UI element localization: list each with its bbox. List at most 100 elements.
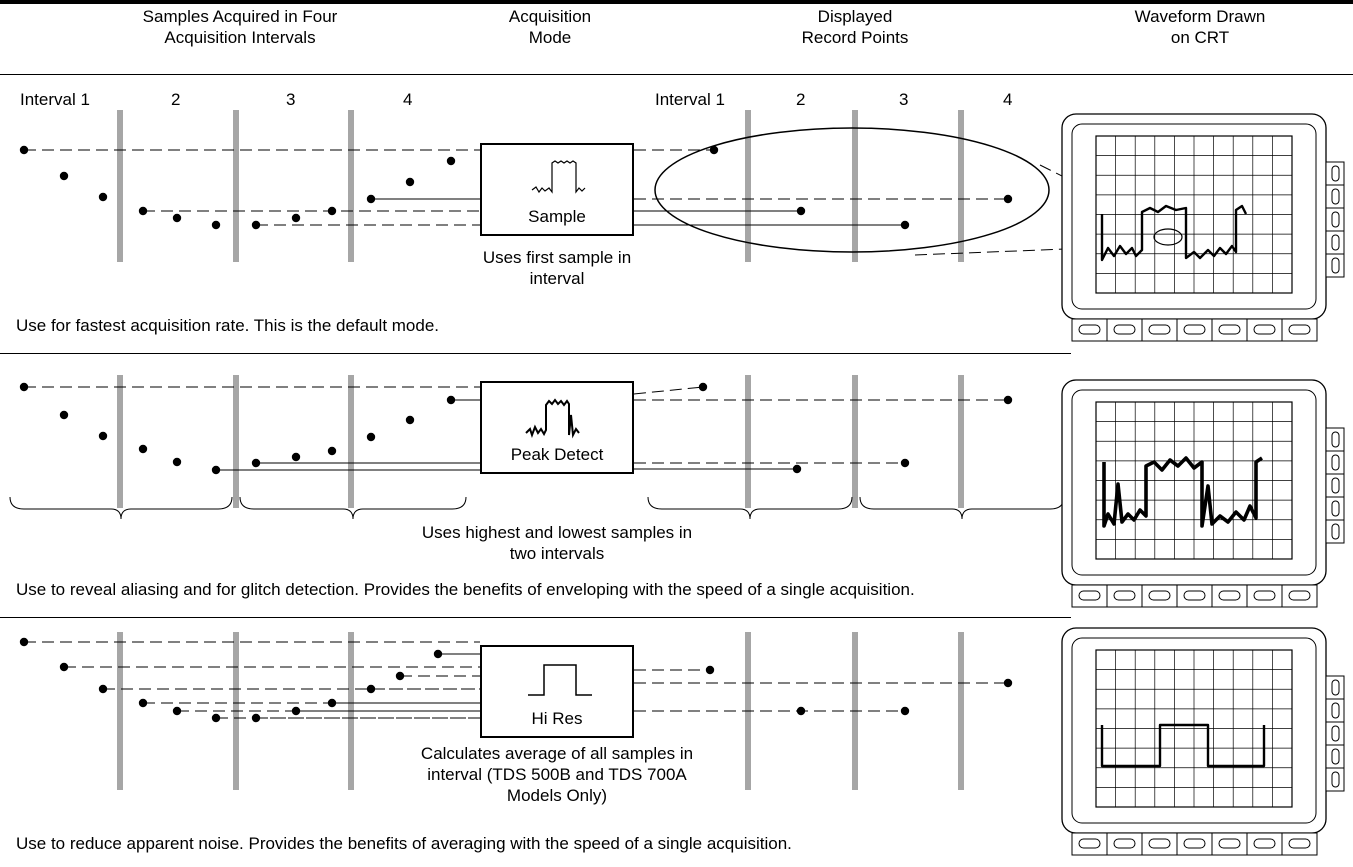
crt-side-key-1-5 [1325, 253, 1345, 278]
crt-inner-bezel-1 [1071, 123, 1317, 310]
record-dot-p2-3 [900, 458, 910, 468]
sample-dot-p1-7 [251, 220, 261, 230]
crt-side-key-mark-1-4 [1331, 234, 1340, 251]
sample-dot-p1-10 [366, 194, 376, 204]
sample-dot-p2-7 [251, 458, 261, 468]
crt-side-key-2-5 [1325, 519, 1345, 544]
crt-bottom-key-mark-1-1 [1078, 324, 1101, 335]
sample-dot-p1-1 [19, 145, 29, 155]
crt-1-zoom-ellipse [1153, 228, 1183, 246]
top-rule [0, 0, 1353, 4]
sample-dot-p3-12 [433, 649, 443, 659]
interval-bar-p1-1 [117, 110, 123, 262]
crt-side-key-1-1 [1325, 161, 1345, 186]
sample-dot-p2-11 [405, 415, 415, 425]
peak-detect-mode-icon [525, 398, 580, 439]
sample-dot-p3-2 [59, 662, 69, 672]
sample-dot-p3-3 [98, 684, 108, 694]
crt-side-key-mark-2-4 [1331, 500, 1340, 517]
crt-side-key-mark-3-2 [1331, 702, 1340, 719]
panel-divider-2 [0, 617, 1071, 618]
crt-bottom-key-mark-1-3 [1148, 324, 1171, 335]
sample-dot-p1-12 [446, 156, 456, 166]
crt-side-key-mark-1-3 [1331, 211, 1340, 228]
crt-bottom-key-mark-2-7 [1288, 590, 1311, 601]
crt-side-key-mark-2-1 [1331, 431, 1340, 448]
record-dot-p1-1 [709, 145, 719, 155]
mode-box-sample: Sample [480, 143, 634, 236]
interval-bar-p1-2 [233, 110, 239, 262]
crt-side-key-mark-2-2 [1331, 454, 1340, 471]
interval-bar-p2-6 [958, 375, 964, 508]
crt-bottom-key-2-1 [1071, 584, 1108, 608]
crt-bottom-key-1-6 [1246, 318, 1283, 342]
p2-out-1 [633, 386, 704, 395]
crt-side-key-1-2 [1325, 184, 1345, 209]
record-dot-p2-1 [698, 382, 708, 392]
crt-bottom-key-2-5 [1211, 584, 1248, 608]
crt-bottom-key-mark-3-7 [1288, 838, 1311, 849]
record-dot-p3-1 [705, 665, 715, 675]
crt-bottom-key-mark-1-6 [1253, 324, 1276, 335]
sample-dot-p3-8 [291, 706, 301, 716]
crt-side-key-2-3 [1325, 473, 1345, 498]
bracket-left-1 [9, 496, 233, 520]
crt-bottom-key-mark-3-2 [1113, 838, 1136, 849]
sample-dot-p2-10 [366, 432, 376, 442]
crt-waveform-1 [1100, 204, 1248, 262]
interval-bar-p1-4 [745, 110, 751, 262]
crt-bottom-key-2-7 [1281, 584, 1318, 608]
crt-displays [1061, 113, 1345, 856]
interval-bar-p1-3 [348, 110, 354, 262]
record-dot-p1-2 [796, 206, 806, 216]
left-interval-label-2: 2 [171, 90, 181, 109]
crt-bottom-key-3-5 [1211, 832, 1248, 856]
crt-side-key-mark-2-3 [1331, 477, 1340, 494]
crt-bottom-key-mark-2-1 [1078, 590, 1101, 601]
crt-bottom-key-mark-1-5 [1218, 324, 1241, 335]
left-interval-label-4: 4 [403, 90, 413, 109]
sample-dot-p1-11 [405, 177, 415, 187]
crt-bottom-key-3-1 [1071, 832, 1108, 856]
record-dot-p3-2 [796, 706, 806, 716]
crt-bottom-key-mark-3-6 [1253, 838, 1276, 849]
sample-dot-p1-4 [138, 206, 148, 216]
record-dot-p3-4 [1003, 678, 1013, 688]
sample-dots [19, 145, 1013, 723]
crt-bottom-key-mark-3-4 [1183, 838, 1206, 849]
crt-bottom-key-2-3 [1141, 584, 1178, 608]
crt-bottom-key-mark-2-5 [1218, 590, 1241, 601]
crt-bottom-key-1-4 [1176, 318, 1213, 342]
mode-box-hi-res: Hi Res [480, 645, 634, 738]
crt-bottom-key-mark-2-6 [1253, 590, 1276, 601]
crt-bottom-key-mark-1-2 [1113, 324, 1136, 335]
sample-dot-p3-4 [138, 698, 148, 708]
sample-dot-p1-5 [172, 213, 182, 223]
sample-dot-p1-3 [98, 192, 108, 202]
interval-bar-p3-6 [958, 632, 964, 790]
crt-waveform-3 [1100, 723, 1266, 768]
crt-bottom-key-2-2 [1106, 584, 1143, 608]
crt-side-key-mark-3-3 [1331, 725, 1340, 742]
sample-dot-p3-1 [19, 637, 29, 647]
record-dot-p1-3 [900, 220, 910, 230]
crt-side-key-2-2 [1325, 450, 1345, 475]
sample-dot-p1-2 [59, 171, 69, 181]
record-dot-p1-4 [1003, 194, 1013, 204]
mode-label-peak-detect: Peak Detect [510, 445, 604, 464]
sample-dot-p1-8 [291, 213, 301, 223]
interval-brackets [9, 496, 1065, 520]
crt-side-key-mark-3-4 [1331, 748, 1340, 765]
interval-bar-p2-1 [117, 375, 123, 508]
sample-dot-p2-9 [327, 446, 337, 456]
interval-bar-p2-5 [852, 375, 858, 508]
sample-dot-p2-1 [19, 382, 29, 392]
right-interval-label-2: 2 [796, 90, 806, 109]
record-dot-p2-2 [792, 464, 802, 474]
sample-dot-p3-9 [327, 698, 337, 708]
crt-bottom-key-mark-2-2 [1113, 590, 1136, 601]
